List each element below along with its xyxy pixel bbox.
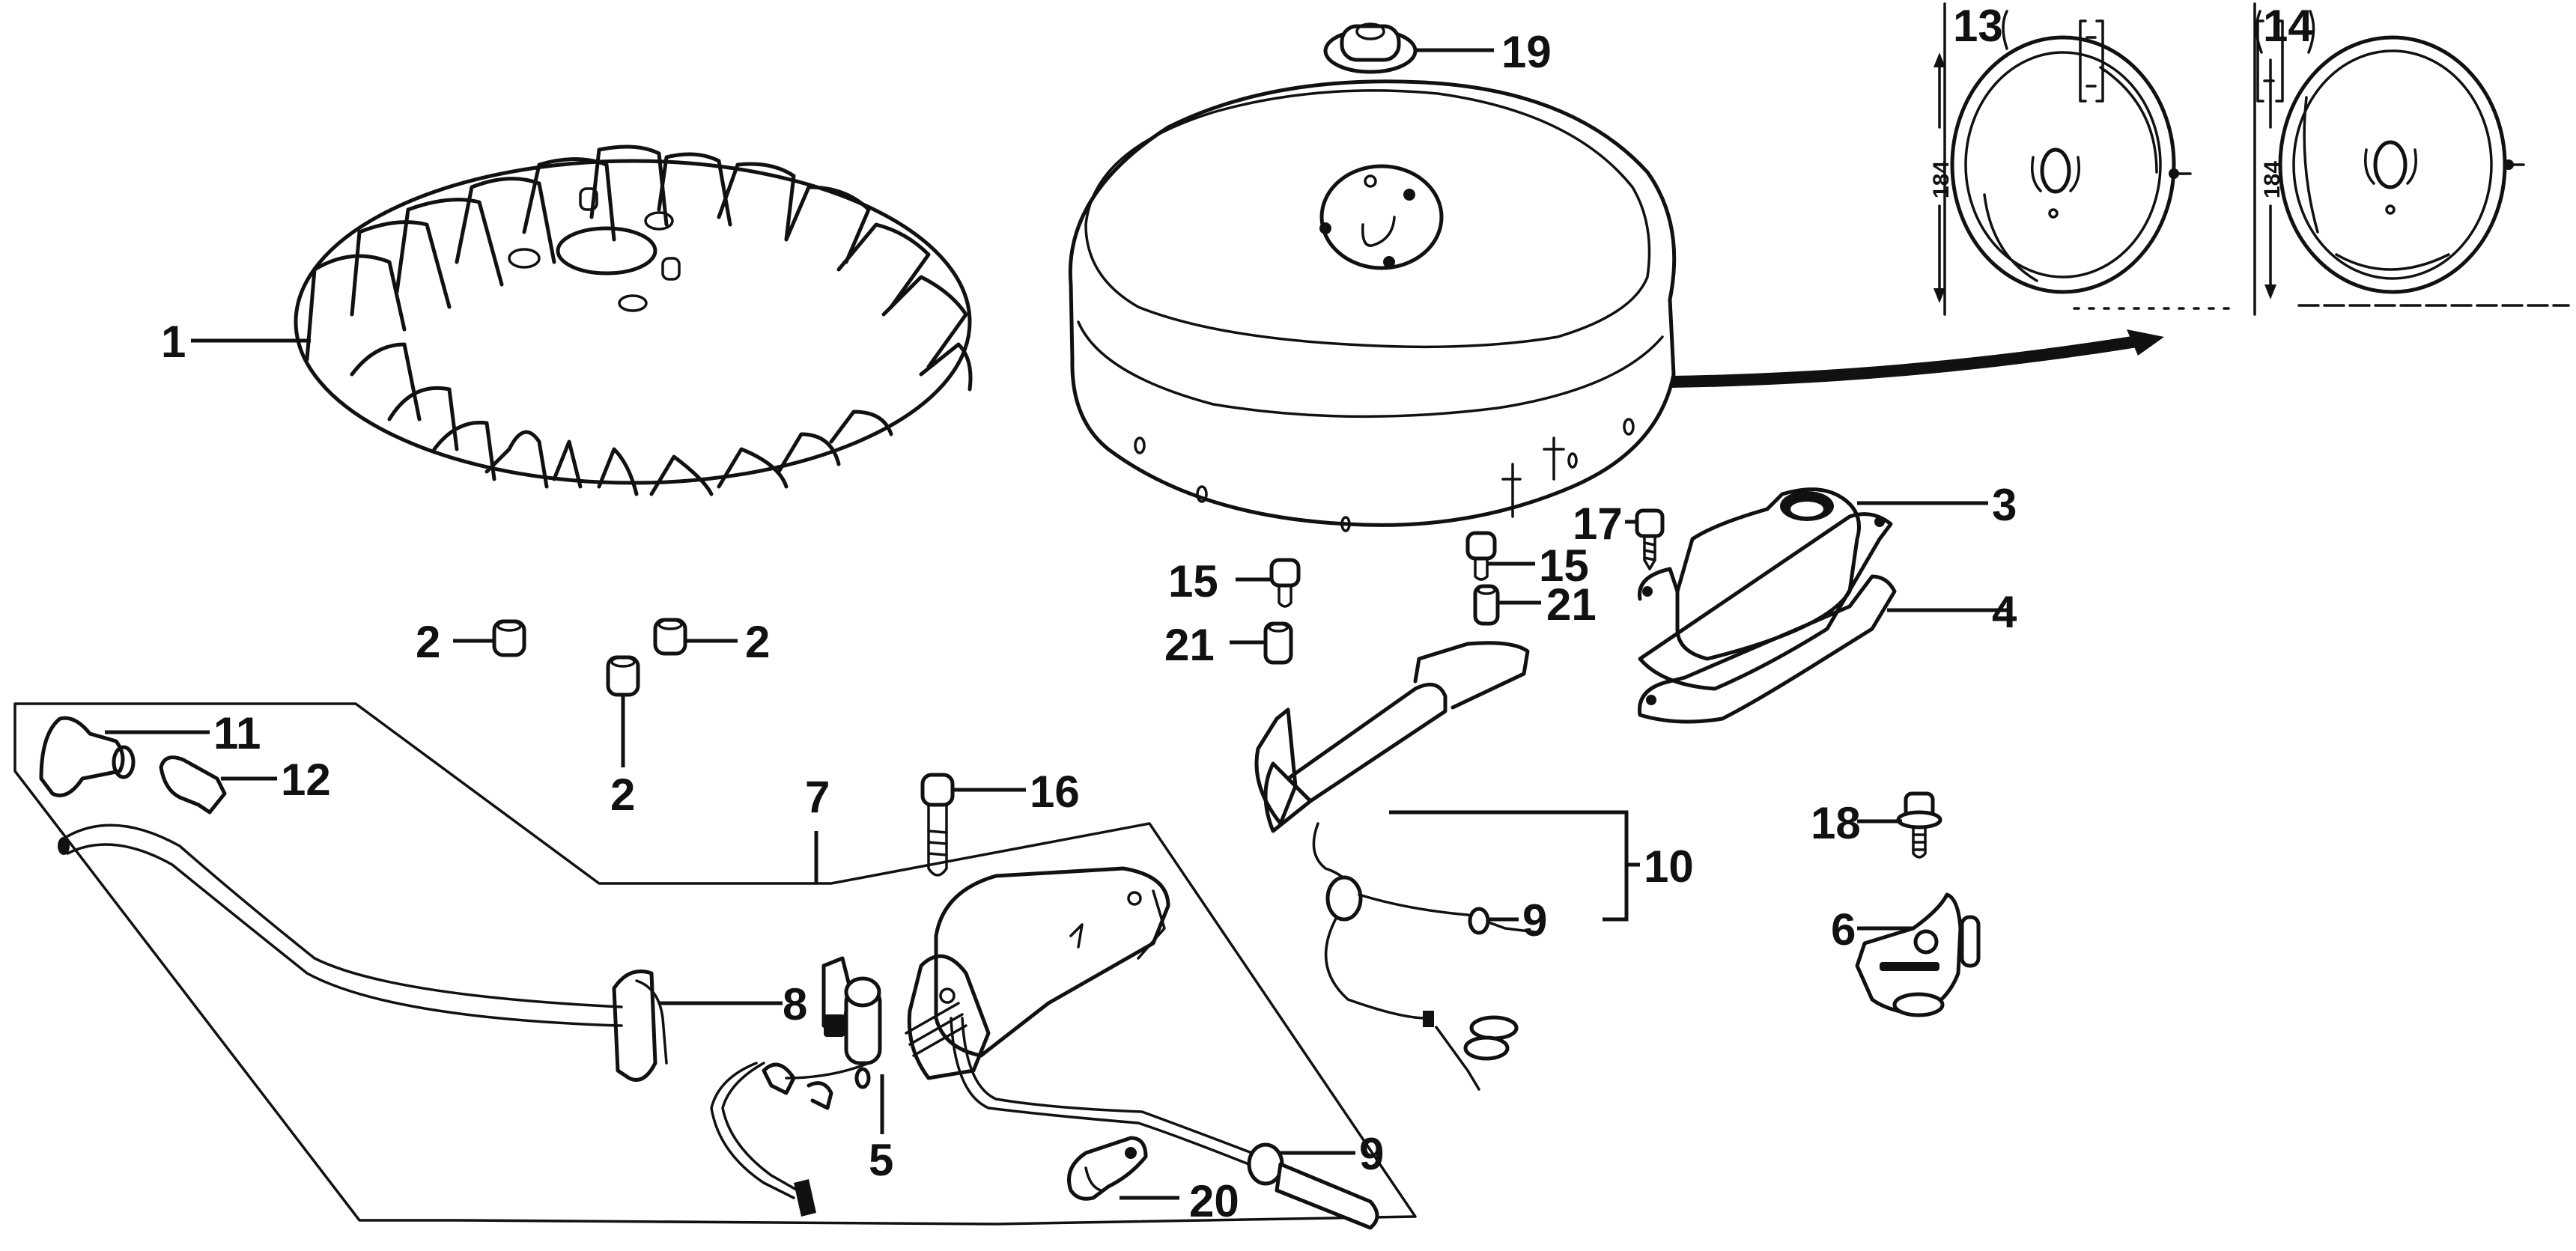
timing-marks xyxy=(1501,436,1565,518)
callout-18: 18 xyxy=(1811,798,1861,848)
ignition-coil-assembly-outline xyxy=(13,702,1417,1226)
plug-cap-part[interactable] xyxy=(39,716,136,797)
arrow-to-inset xyxy=(1671,329,2164,388)
callout-8: 8 xyxy=(783,979,807,1029)
gasket-part[interactable] xyxy=(1638,574,1897,724)
callout-12: 12 xyxy=(281,755,331,805)
flywheel-nut-part[interactable] xyxy=(1323,22,1418,74)
collar-part[interactable] xyxy=(492,619,526,657)
rotor-inset: 13 184 14 18 xyxy=(1929,1,2570,316)
point-cover-part[interactable] xyxy=(1638,487,1893,691)
callout-21b: 21 xyxy=(1546,579,1597,630)
callout-14: 14 xyxy=(2263,1,2313,51)
callout-5: 5 xyxy=(869,1135,893,1185)
callout-19: 19 xyxy=(1501,27,1552,77)
callout-10: 10 xyxy=(1644,841,1694,892)
callout-9a: 9 xyxy=(1522,895,1547,946)
callout-15a: 15 xyxy=(1168,556,1218,606)
coil-lead-wire[interactable] xyxy=(950,1017,1379,1230)
bolt-16-part[interactable] xyxy=(920,773,955,877)
collar-21-part[interactable] xyxy=(1473,584,1500,626)
rotor-13[interactable] xyxy=(1950,35,2192,294)
bolt-15-part[interactable] xyxy=(1465,531,1497,581)
callout-21a: 21 xyxy=(1164,620,1215,670)
callout-4: 4 xyxy=(1992,587,2017,637)
screw-17-part[interactable] xyxy=(1635,508,1665,570)
collar-21-part[interactable] xyxy=(1263,621,1293,665)
condenser-part[interactable] xyxy=(821,956,882,1089)
cooling-fan-part[interactable] xyxy=(294,144,973,496)
callout-2b: 2 xyxy=(745,617,770,667)
mark-box-14 xyxy=(2256,19,2284,103)
primary-wire[interactable] xyxy=(710,1062,870,1217)
charge-coil-part[interactable] xyxy=(1254,641,1537,1091)
cord-clamp-part[interactable] xyxy=(1067,1136,1148,1201)
callout-2a: 2 xyxy=(416,617,440,667)
collar-part[interactable] xyxy=(653,618,687,656)
svg-text:184: 184 xyxy=(2260,161,2285,198)
callout-1: 1 xyxy=(161,317,186,367)
callout-9b: 9 xyxy=(1359,1129,1384,1179)
callout-13: 13 xyxy=(1953,1,2003,51)
callout-11: 11 xyxy=(213,708,261,758)
callout-6: 6 xyxy=(1831,904,1856,955)
collar-part[interactable] xyxy=(606,655,640,697)
plug-clip-part[interactable] xyxy=(159,755,227,815)
callout-3: 3 xyxy=(1992,480,2017,530)
contact-point-part[interactable] xyxy=(1855,892,1981,1017)
callout-17: 17 xyxy=(1573,499,1623,549)
bolt-18-part[interactable] xyxy=(1896,791,1942,859)
callout-20: 20 xyxy=(1189,1176,1239,1226)
dimension-13: 184 xyxy=(1929,52,1954,303)
grommet-part[interactable] xyxy=(612,970,668,1082)
dimension-14: 184 xyxy=(2260,58,2285,299)
callout-2c: 2 xyxy=(610,770,635,820)
callout-16: 16 xyxy=(1030,767,1080,817)
bolt-15-part[interactable] xyxy=(1269,558,1301,608)
callout-7: 7 xyxy=(805,772,830,822)
flywheel-part[interactable] xyxy=(1068,79,1677,532)
mark-box-13 xyxy=(2079,19,2104,103)
svg-text:184: 184 xyxy=(1929,161,1954,198)
callout-15b: 15 xyxy=(1539,541,1589,591)
high-tension-cord[interactable] xyxy=(58,824,623,1027)
ignition-coil-part[interactable] xyxy=(905,866,1170,1080)
rotor-14[interactable] xyxy=(2278,35,2525,294)
